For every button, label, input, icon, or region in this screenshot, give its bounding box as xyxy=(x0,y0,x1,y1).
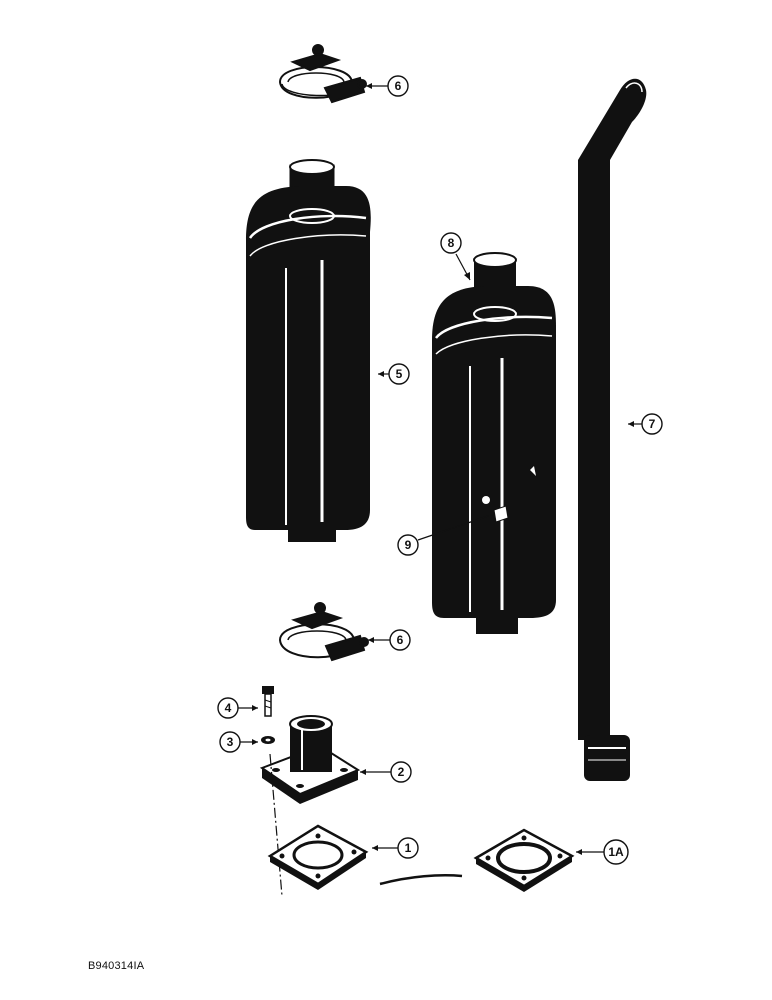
callout-1a: 1A xyxy=(576,839,629,865)
callout-6-top-label: 6 xyxy=(395,79,402,93)
callout-9-label: 9 xyxy=(405,538,412,552)
callout-3-label: 3 xyxy=(227,735,234,749)
callout-5-label: 5 xyxy=(396,367,403,381)
callout-4: 4 xyxy=(217,697,258,719)
callout-8-label: 8 xyxy=(448,236,455,250)
callout-7-label: 7 xyxy=(649,417,656,431)
callout-1: 1 xyxy=(372,837,419,859)
callout-6-bottom-label: 6 xyxy=(397,633,404,647)
callout-8: 8 xyxy=(440,232,471,281)
bolt xyxy=(262,686,274,717)
callout-1-label: 1 xyxy=(405,841,412,855)
exhaust-stack-pipe xyxy=(578,78,647,781)
gasket xyxy=(267,824,369,890)
muffler-left xyxy=(246,159,371,542)
callout-3: 3 xyxy=(219,731,258,753)
callout-1a-label: 1A xyxy=(608,845,624,859)
exhaust-flange-adapter xyxy=(259,715,361,804)
gasket-alternate xyxy=(473,828,575,892)
callout-2-label: 2 xyxy=(398,765,405,779)
figure-reference-code: B940314IA xyxy=(88,960,145,972)
callout-2: 2 xyxy=(360,761,412,783)
callout-6-bottom: 6 xyxy=(368,629,411,651)
muffler-right xyxy=(432,252,556,634)
callout-4-label: 4 xyxy=(225,701,232,715)
callout-5: 5 xyxy=(378,363,410,385)
callout-6-top: 6 xyxy=(366,75,409,97)
muffler-clamp-top xyxy=(278,44,367,104)
separator-curve xyxy=(379,874,463,886)
alignment-line xyxy=(269,753,283,897)
muffler-clamp-bottom xyxy=(278,602,369,662)
washer xyxy=(261,736,275,744)
callout-7: 7 xyxy=(628,413,663,435)
callout-9: 9 xyxy=(397,513,495,556)
